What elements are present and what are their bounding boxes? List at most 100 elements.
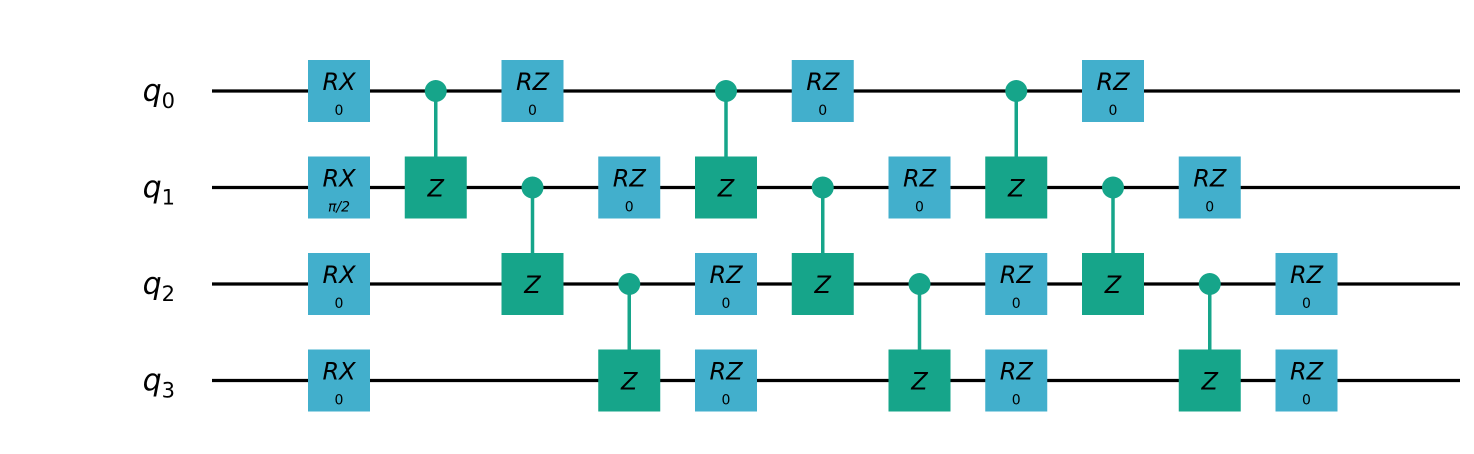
rx-gate-label: RX <box>322 165 356 193</box>
cz-control-dot <box>618 273 641 295</box>
cz-target-gate: Z <box>404 156 467 219</box>
rz-gate: RZ 0 <box>791 60 854 122</box>
rz-gate-box <box>1178 156 1241 219</box>
rz-gate-param: 0 <box>1302 393 1311 409</box>
cz-target-gate-label: Z <box>717 175 735 203</box>
rz-gate-param: 0 <box>722 296 731 312</box>
rz-gate-param: 0 <box>1205 200 1214 216</box>
rz-gate-param: 0 <box>722 393 731 409</box>
cz-target-gate: Z <box>1178 349 1241 412</box>
rz-gate-label: RZ <box>1290 358 1324 386</box>
cz-target-gate-box <box>1082 253 1144 315</box>
rz-gate-label: RZ <box>613 165 647 193</box>
rz-gate-label: RZ <box>903 165 937 193</box>
cz-target-gate-box <box>501 253 564 315</box>
qubit-label-0: q0 <box>143 74 175 113</box>
cz-target-gate: Z <box>1082 253 1144 315</box>
rz-gate-box <box>791 60 854 122</box>
cz-target-gate: Z <box>501 253 564 315</box>
rx-gate-param: 0 <box>335 393 344 409</box>
cz-target-gate-label: Z <box>814 271 832 299</box>
rz-gate-label: RZ <box>1000 358 1034 386</box>
cz-target-gate-label: Z <box>427 175 445 203</box>
rz-gate-label: RZ <box>1290 261 1324 289</box>
cz-control-dot <box>1005 80 1028 102</box>
rx-gate-label: RX <box>322 261 356 289</box>
rz-gate: RZ 0 <box>888 156 951 219</box>
rz-gate-param: 0 <box>1302 296 1311 312</box>
rx-gate: RX 0 <box>308 253 370 315</box>
rz-gate-param: 0 <box>1012 393 1021 409</box>
cz-target-gate-label: Z <box>523 271 541 299</box>
rz-gate-box <box>1275 349 1338 412</box>
rz-gate-param: 0 <box>1109 103 1118 119</box>
cz-control-dot <box>521 176 544 199</box>
rz-gate: RZ 0 <box>985 253 1048 315</box>
rz-gate: RZ 0 <box>1178 156 1241 219</box>
rx-gate-box <box>308 349 370 412</box>
rx-gate-box <box>308 253 370 315</box>
rz-gate-box <box>985 253 1048 315</box>
rz-gate-label: RZ <box>709 358 743 386</box>
rx-gate: RX 0 <box>308 60 370 122</box>
cz-target-gate-label: Z <box>620 368 638 396</box>
cz-target-gate-box <box>888 349 951 412</box>
cz-target-gate: Z <box>985 156 1048 219</box>
rx-gate-param: π/2 <box>328 200 350 216</box>
cz-target-gate-box <box>404 156 467 219</box>
rx-gate-label: RX <box>322 68 356 96</box>
cz-target-gate-box <box>791 253 854 315</box>
cz-control-dot <box>811 176 834 199</box>
rz-gate-label: RZ <box>516 68 550 96</box>
rz-gate-label: RZ <box>709 261 743 289</box>
cz-control-dot <box>1102 176 1124 199</box>
cz-control-dot <box>715 80 737 102</box>
rz-gate-label: RZ <box>1000 261 1034 289</box>
rz-gate-box <box>695 253 757 315</box>
rx-gate-box <box>308 156 370 219</box>
rz-gate: RZ 0 <box>1275 349 1338 412</box>
qubit-label-index: 0 <box>162 89 175 113</box>
rz-gate-param: 0 <box>818 103 827 119</box>
rz-gate-box <box>985 349 1048 412</box>
cz-target-gate-box <box>598 349 661 412</box>
cz-target-gate-box <box>695 156 757 219</box>
qubit-label-1: q1 <box>143 171 175 210</box>
qubit-label-index: 1 <box>162 186 175 210</box>
rx-gate-param: 0 <box>335 296 344 312</box>
cz-target-gate-label: Z <box>1201 368 1219 396</box>
cz-target-gate-label: Z <box>1007 175 1025 203</box>
qubit-label-2: q2 <box>143 267 175 306</box>
rx-gate-label: RX <box>322 358 356 386</box>
rz-gate: RZ 0 <box>598 156 661 219</box>
cz-target-gate: Z <box>695 156 757 219</box>
rz-gate-param: 0 <box>625 200 634 216</box>
qubit-label-index: 3 <box>162 379 175 403</box>
rz-gate-label: RZ <box>1193 165 1227 193</box>
rz-gate-label: RZ <box>806 68 840 96</box>
qubit-label-index: 2 <box>162 282 175 306</box>
rz-gate: RZ 0 <box>1275 253 1338 315</box>
rz-gate-param: 0 <box>528 103 537 119</box>
rz-gate: RZ0 <box>1082 60 1144 122</box>
cz-target-gate-label: Z <box>1104 271 1122 299</box>
qubit-wires <box>212 89 1460 383</box>
qubit-label-base: q <box>143 171 162 206</box>
rz-gate-param: 0 <box>1012 296 1021 312</box>
cz-control-dot <box>908 273 931 295</box>
cz-target-gate: Z <box>791 253 854 315</box>
rz-gate: RZ 0 <box>985 349 1048 412</box>
rz-gate-param: 0 <box>915 200 924 216</box>
rx-gate-param: 0 <box>335 103 344 119</box>
qubit-label-3: q3 <box>143 364 175 403</box>
qubit-label-base: q <box>143 267 162 302</box>
rz-gate: RZ 0 <box>501 60 564 122</box>
cz-target-gate-box <box>985 156 1048 219</box>
cz-control-dot <box>1198 273 1221 295</box>
rz-gate-box <box>598 156 661 219</box>
rz-gate-box <box>1275 253 1338 315</box>
rz-gate: RZ 0 <box>695 253 757 315</box>
cz-target-gate-label: Z <box>910 368 928 396</box>
